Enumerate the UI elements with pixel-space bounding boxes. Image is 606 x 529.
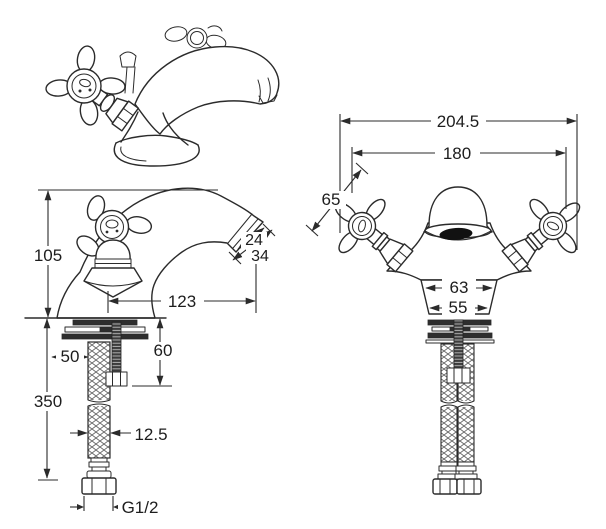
dim-tail-length-label: 350: [34, 392, 62, 411]
dim-overall-width-label: 204.5: [437, 112, 480, 131]
perspective-view: [45, 25, 280, 167]
dim-thread-size-label: G1/2: [122, 498, 159, 517]
dim-base-bottom-width-label: 55: [449, 298, 468, 317]
dim-plate-width-label: 50: [61, 347, 80, 366]
side-view: 105 123 24 34 50 60 350 12.5 G1/2: [24, 187, 276, 517]
front-spout-bell: [423, 186, 493, 241]
dim-aerator-outer-label: 34: [251, 248, 269, 265]
side-view-dimensions: 105 123 24 34 50 60 350 12.5 G1/2: [28, 189, 276, 517]
hose-nut-left: [432, 478, 458, 495]
aerator-detail: [257, 77, 278, 104]
popup-waste-lever: [119, 51, 137, 94]
side-mounting-hardware: [61, 319, 149, 495]
dim-handle-length-label: 65: [322, 190, 341, 209]
front-cross-handle: [45, 45, 140, 132]
stud-nut: [105, 371, 128, 387]
hose-nut: [81, 477, 117, 495]
front-mounting-hardware: [425, 319, 495, 495]
front-view: 204.5 180 65 63 55: [305, 111, 581, 495]
base-ring: [113, 134, 200, 167]
front-view-dimensions: 204.5 180 65 63 55: [305, 111, 578, 317]
spout-outline: [134, 45, 280, 135]
side-cross-handle: [76, 195, 153, 298]
threaded-stud: [111, 321, 122, 373]
front-right-handle: [501, 198, 581, 273]
dim-spout-reach-label: 123: [168, 292, 196, 311]
dim-aerator-inner-label: 24: [245, 232, 263, 249]
threaded-stud: [453, 319, 464, 369]
hose-nut-right: [456, 478, 482, 495]
stud-nut: [446, 367, 471, 384]
dim-tail-diameter-label: 12.5: [134, 425, 167, 444]
dim-handle-span-label: 180: [443, 144, 471, 163]
dim-height-label: 105: [34, 246, 62, 265]
aerator-outlet: [439, 227, 473, 241]
rear-cross-handle: [164, 25, 227, 57]
dim-stud-length-label: 60: [154, 341, 173, 360]
dim-base-top-width-label: 63: [450, 278, 469, 297]
